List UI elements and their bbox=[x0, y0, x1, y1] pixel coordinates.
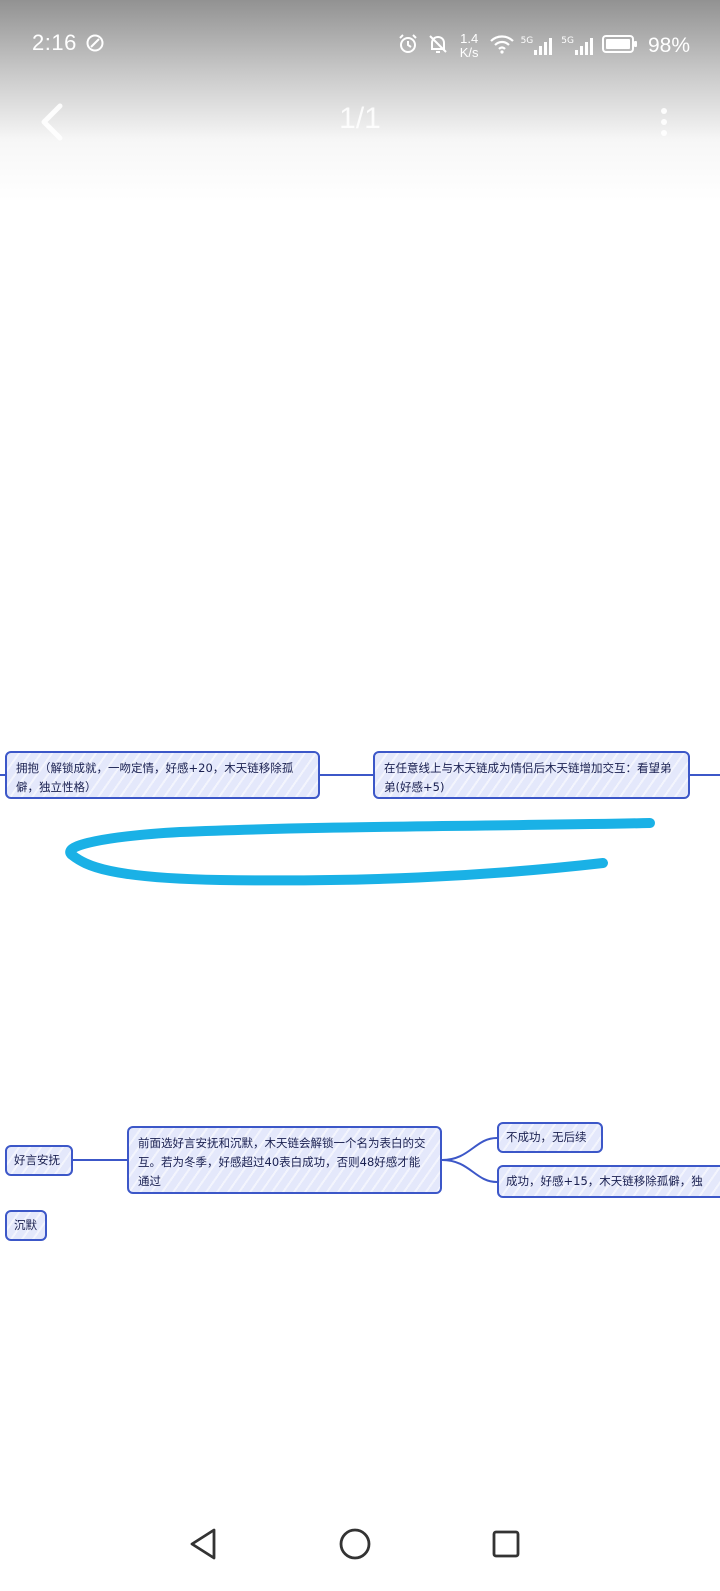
signal-label-2: 5G bbox=[561, 36, 574, 46]
net-speed-value: 1.4 bbox=[460, 31, 479, 46]
node-fail-text: 不成功，无后续 bbox=[506, 1130, 587, 1144]
connector-confess-to-success bbox=[441, 1159, 498, 1183]
node-hug[interactable]: 拥抱（解锁成就，一吻定情，好感+20，木天链移除孤僻，独立性格） bbox=[5, 751, 320, 799]
node-comfort-text: 好言安抚 bbox=[14, 1153, 60, 1167]
more-button[interactable] bbox=[642, 100, 686, 144]
status-icons: 1.4 K/s 5G bbox=[396, 26, 690, 66]
signal-label-1: 5G bbox=[520, 36, 534, 46]
connector-confess-to-fail bbox=[441, 1137, 498, 1161]
back-arrow-icon bbox=[41, 103, 63, 141]
back-button[interactable] bbox=[28, 98, 76, 146]
node-comfort[interactable]: 好言安抚 bbox=[5, 1145, 73, 1176]
data-saver-icon bbox=[85, 33, 105, 53]
battery-icon bbox=[601, 34, 638, 58]
battery-percent: 98% bbox=[647, 34, 690, 57]
nav-home-button[interactable] bbox=[325, 1514, 385, 1574]
node-couple[interactable]: 在任意线上与木天链成为情侣后木天链增加交互：看望弟弟(好感+5) bbox=[373, 751, 690, 799]
net-speed: 1.4 K/s bbox=[460, 32, 479, 60]
node-confess[interactable]: 前面选好言安抚和沉默，木天链会解锁一个名为表白的交互。若为冬季，好感超过40表白… bbox=[127, 1126, 442, 1194]
annotation-stroke bbox=[65, 818, 655, 886]
navigation-bar bbox=[0, 1500, 720, 1591]
nav-back-button[interactable] bbox=[174, 1514, 234, 1574]
signal-icon: 5G bbox=[521, 36, 556, 56]
node-hug-text: 拥抱（解锁成就，一吻定情，好感+20，木天链移除孤僻，独立性格） bbox=[16, 761, 294, 794]
recents-square-icon bbox=[492, 1530, 520, 1558]
page-counter: 1/1 bbox=[339, 102, 381, 135]
node-couple-text: 在任意线上与木天链成为情侣后木天链增加交互：看望弟弟(好感+5) bbox=[384, 761, 672, 794]
node-silence[interactable]: 沉默 bbox=[5, 1210, 47, 1241]
back-triangle-icon bbox=[190, 1528, 216, 1560]
status-bar: 2:16 1. bbox=[0, 22, 720, 70]
node-fail[interactable]: 不成功，无后续 bbox=[497, 1122, 603, 1153]
status-time: 2:16 bbox=[32, 30, 77, 55]
node-success[interactable]: 成功，好感+15，木天链移除孤僻，独 bbox=[497, 1165, 720, 1198]
net-speed-unit: K/s bbox=[459, 45, 479, 60]
node-confess-text: 前面选好言安抚和沉默，木天链会解锁一个名为表白的交互。若为冬季，好感超过40表白… bbox=[138, 1136, 426, 1188]
nav-recents-button[interactable] bbox=[476, 1514, 536, 1574]
node-silence-text: 沉默 bbox=[14, 1218, 37, 1232]
mute-icon bbox=[426, 32, 450, 60]
app-bar: 1/1 bbox=[0, 90, 720, 154]
wifi-icon bbox=[489, 33, 515, 59]
alarm-icon bbox=[396, 32, 420, 60]
more-vertical-icon bbox=[661, 108, 667, 136]
signal-icon-2: 5G bbox=[561, 36, 596, 56]
home-circle-icon bbox=[339, 1528, 371, 1560]
top-overlay bbox=[0, 0, 720, 200]
node-success-text: 成功，好感+15，木天链移除孤僻，独 bbox=[506, 1174, 703, 1188]
